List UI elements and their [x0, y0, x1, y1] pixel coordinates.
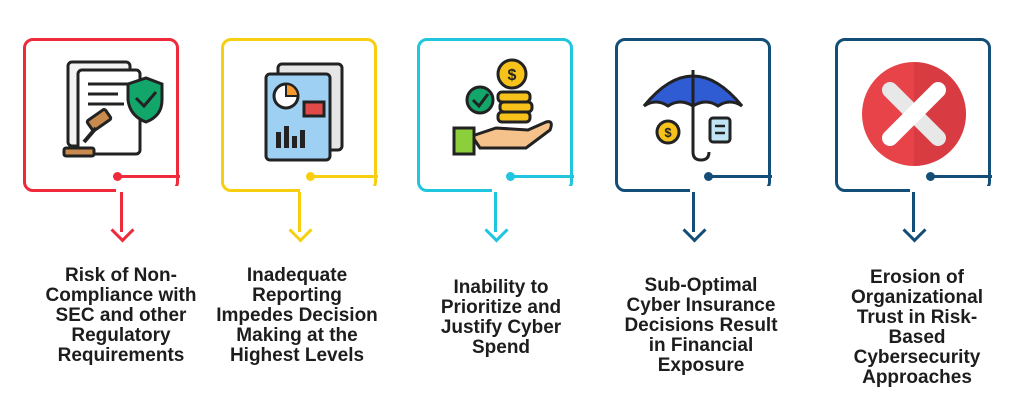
step-3-box — [417, 38, 573, 192]
report-document-icon — [264, 62, 344, 162]
down-arrow-icon — [682, 218, 707, 243]
down-arrow-icon — [288, 218, 313, 243]
down-arrow-icon — [902, 218, 927, 243]
step-1: Risk of Non-Compliance with SEC and othe… — [20, 0, 220, 410]
step-5: Erosion of Organizational Trust in Risk-… — [832, 0, 1024, 410]
step-2-label: Inadequate Reporting Impedes Decision Ma… — [216, 265, 378, 366]
step-3: $ Inability to Prioritize and Justify Cy… — [414, 0, 614, 410]
hand-coins-icon: $ — [452, 58, 553, 156]
step-4-label: Sub-Optimal Cyber Insurance Decisions Re… — [624, 275, 778, 376]
step-4: $ Sub-Optimal Cyber Insurance Decisions … — [612, 0, 812, 410]
connector-dot — [926, 172, 935, 181]
step-2: Inadequate Reporting Impedes Decision Ma… — [216, 0, 418, 410]
umbrella-insurance-icon: $ — [642, 70, 744, 162]
svg-text:$: $ — [664, 125, 672, 140]
step-1-label: Risk of Non-Compliance with SEC and othe… — [45, 265, 197, 366]
connector-dot — [506, 172, 515, 181]
red-x-icon — [862, 62, 966, 166]
step-3-label: Inability to Prioritize and Justify Cybe… — [440, 277, 562, 358]
legal-document-gavel-icon — [62, 60, 164, 158]
connector-dot — [113, 172, 122, 181]
step-5-label: Erosion of Organizational Trust in Risk-… — [851, 267, 983, 388]
down-arrow-icon — [110, 218, 135, 243]
connector-dot — [704, 172, 713, 181]
connector-dot — [306, 172, 315, 181]
down-arrow-icon — [484, 218, 509, 243]
svg-text:$: $ — [508, 67, 517, 84]
